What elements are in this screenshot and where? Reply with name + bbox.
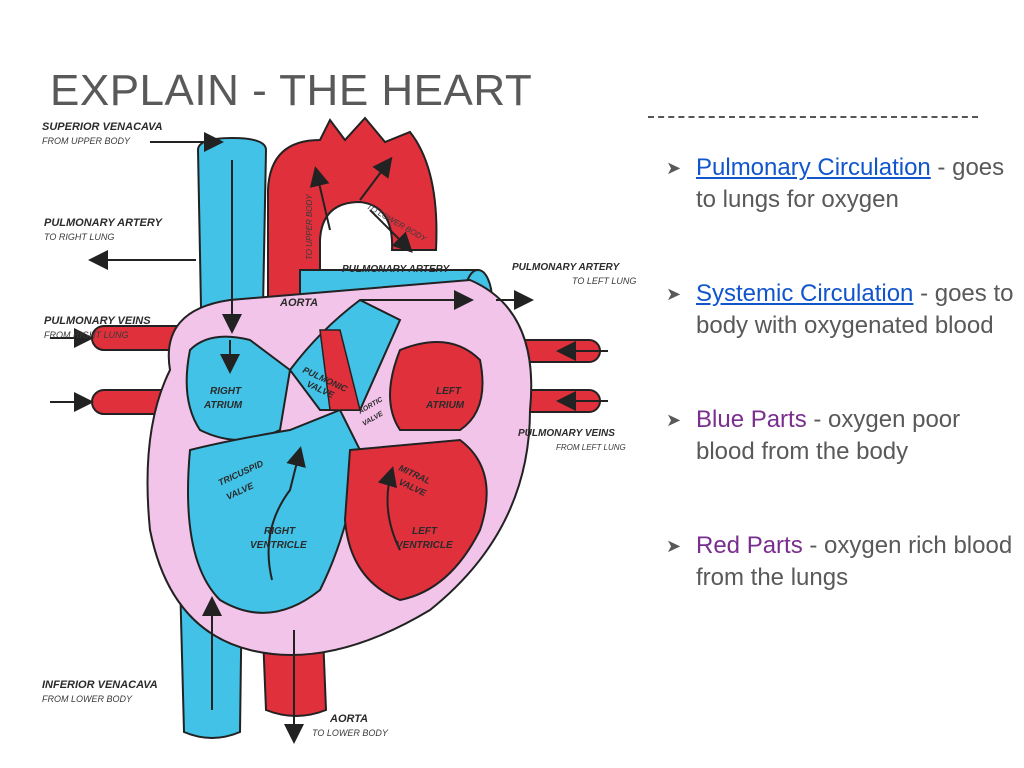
- lv-flow-arrow: [377, 466, 401, 551]
- bullet-dash: -: [930, 154, 953, 181]
- bullet-systemic-circulation: ➤ Systemic Circulation - goes to body wi…: [666, 278, 1016, 342]
- bullet-text: oxygen rich blood from the lungs: [696, 532, 1013, 591]
- label-from-upper-body: FROM UPPER BODY: [42, 136, 131, 146]
- pulmonary-circulation-link[interactable]: Pulmonary Circulation: [696, 154, 931, 181]
- label-to-left-lung: TO LEFT LUNG: [572, 276, 636, 286]
- label-right-atrium-2: ATRIUM: [203, 400, 243, 411]
- left-atrium: [389, 341, 484, 431]
- aorta-up-arrow-2: [359, 156, 393, 201]
- label-right-atrium-1: RIGHT: [210, 386, 242, 397]
- label-aorta-top: AORTA: [279, 297, 318, 309]
- bullet-text: goes to body with oxygenated blood: [696, 280, 1014, 339]
- label-superior-venacava: SUPERIOR VENACAVA: [42, 121, 163, 133]
- bullet-pulmonary-circulation: ➤ Pulmonary Circulation - goes to lungs …: [666, 152, 1016, 216]
- label-left-atrium-1: LEFT: [436, 386, 462, 397]
- arrow-bullet-icon: ➤: [666, 410, 682, 430]
- label-pulmonary-artery-center: PULMONARY ARTERY: [342, 264, 451, 275]
- label-inferior-venacava: INFERIOR VENACAVA: [42, 679, 158, 691]
- label-from-left-lung: FROM LEFT LUNG: [556, 443, 626, 452]
- aorta-up-arrow-3: [369, 209, 413, 253]
- label-right-ventricle-1: RIGHT: [264, 526, 296, 537]
- bullet-dash: -: [802, 532, 825, 559]
- systemic-circulation-link[interactable]: Systemic Circulation: [696, 280, 914, 307]
- bullet-list: ➤ Pulmonary Circulation - goes to lungs …: [666, 152, 1016, 594]
- label-to-lower-body: TO LOWER BODY: [312, 728, 389, 738]
- bullet-red-parts: ➤ Red Parts - oxygen rich blood from the…: [666, 530, 1016, 594]
- label-from-right-lung: FROM RIGHT LUNG: [44, 330, 129, 340]
- arrow-bullet-icon: ➤: [666, 158, 682, 178]
- label-left-atrium-2: ATRIUM: [425, 400, 465, 411]
- bullet-dash: -: [806, 406, 829, 433]
- slide-title: EXPLAIN - THE HEART: [50, 66, 533, 115]
- blue-parts-label: Blue Parts: [696, 406, 807, 433]
- label-pulmonary-veins-left: PULMONARY VEINS: [44, 315, 151, 327]
- aorta-up-arrow-1: [309, 166, 331, 231]
- heart-diagram: SUPERIOR VENACAVA FROM UPPER BODY PULMON…: [42, 116, 636, 744]
- bullet-text: goes to lungs for oxygen: [696, 154, 1005, 213]
- label-pulmonary-artery-left: PULMONARY ARTERY: [44, 217, 164, 229]
- rv-flow-arrow: [267, 446, 306, 581]
- label-to-right-lung: TO RIGHT LUNG: [44, 232, 114, 242]
- bullet-text: oxygen poor blood from the body: [696, 406, 961, 465]
- label-from-lower-body: FROM LOWER BODY: [42, 694, 133, 704]
- label-right-ventricle-2: VENTRICLE: [250, 540, 307, 551]
- title-divider: [648, 116, 978, 118]
- label-pulmonary-artery-right: PULMONARY ARTERY: [512, 262, 621, 273]
- label-aorta-bottom: AORTA: [329, 713, 368, 725]
- label-to-upper-body: TO UPPER BODY: [305, 194, 314, 260]
- arrow-bullet-icon: ➤: [666, 284, 682, 304]
- arrow-bullet-icon: ➤: [666, 536, 682, 556]
- bullet-blue-parts: ➤ Blue Parts - oxygen poor blood from th…: [666, 404, 1016, 468]
- label-left-ventricle-1: LEFT: [412, 526, 438, 537]
- aortic-root: [319, 329, 361, 411]
- right-ventricle: [187, 408, 362, 614]
- label-pulmonary-veins-right: PULMONARY VEINS: [518, 428, 615, 439]
- label-left-ventricle-2: VENTRICLE: [396, 540, 453, 551]
- red-parts-label: Red Parts: [696, 532, 803, 559]
- bullet-dash: -: [913, 280, 935, 307]
